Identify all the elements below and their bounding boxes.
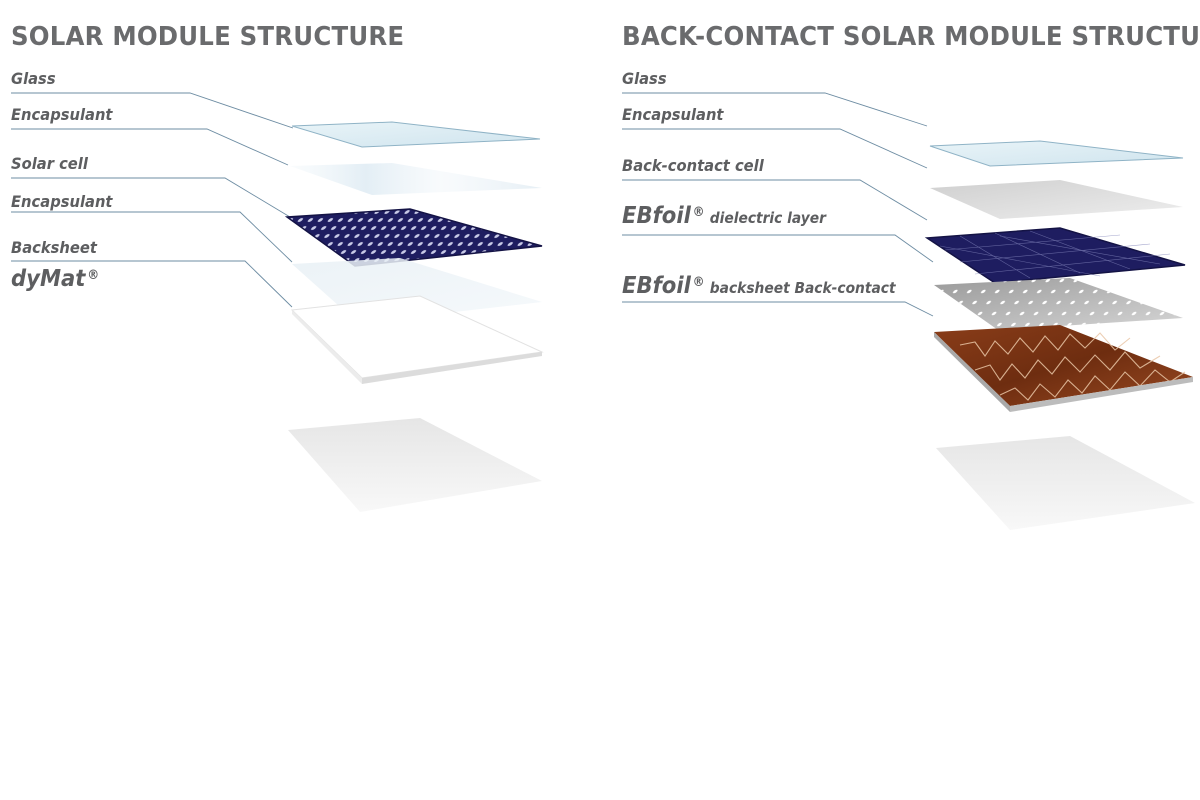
label-left-encapsulant-top: Encapsulant: [11, 105, 113, 124]
title-back-contact-module-structure: BACK-CONTACT SOLAR MODULE STRUCTURE: [622, 22, 1200, 52]
left-encapsulant-top-layer: [290, 163, 542, 195]
right-layer-stack: [924, 140, 1195, 530]
right-ebfoil-dielectric-layer: [934, 278, 1183, 330]
right-encapsulant-layer: [930, 180, 1183, 219]
ebfoil-brand-text-1: EBfoil: [622, 203, 691, 229]
leader-line-right-encapsulant: [622, 128, 928, 169]
right-shadow: [936, 436, 1195, 530]
ebfoil-brand-text-2: EBfoil: [622, 273, 691, 299]
ebfoil-registered-mark-2: ®: [692, 275, 705, 290]
ebfoil-backsheet-suffix: backsheet Back-contact: [709, 279, 896, 297]
left-glass-layer: [291, 121, 541, 148]
left-backsheet-layer: [290, 295, 544, 384]
right-glass-layer: [929, 140, 1184, 167]
label-left-dymat: dyMat®: [11, 266, 99, 292]
leader-lines: [11, 92, 934, 317]
dymat-registered-mark: ®: [87, 268, 100, 283]
leader-line-right-glass: [622, 92, 928, 127]
dymat-brand-text: dyMat: [11, 266, 86, 292]
label-right-back-contact-cell: Back-contact cell: [622, 156, 764, 175]
right-ebfoil-backsheet-layer: [934, 325, 1193, 412]
label-left-backsheet: Backsheet: [11, 238, 97, 257]
right-back-contact-cell-layer: [924, 227, 1186, 284]
title-solar-module-structure: SOLAR MODULE STRUCTURE: [11, 22, 405, 52]
leader-line-left-solar-cell: [11, 177, 291, 218]
label-right-encapsulant: Encapsulant: [622, 105, 724, 124]
label-left-encapsulant-bottom: Encapsulant: [11, 192, 113, 211]
left-layer-stack: [284, 121, 544, 512]
ebfoil-registered-mark-1: ®: [692, 205, 705, 220]
leader-line-right-ebfoil-backsheet: [622, 301, 934, 317]
label-right-ebfoil-backsheet: EBfoil® backsheet Back-contact: [622, 273, 896, 299]
label-left-solar-cell: Solar cell: [11, 154, 88, 173]
label-right-glass: Glass: [622, 69, 667, 88]
left-shadow: [288, 418, 542, 512]
leader-line-right-back-contact-cell: [622, 179, 928, 221]
label-right-ebfoil-dielectric: EBfoil® dielectric layer: [622, 203, 826, 229]
leader-line-left-backsheet: [11, 260, 293, 308]
leader-line-left-glass: [11, 92, 294, 129]
leader-line-left-encapsulant-bottom: [11, 211, 293, 263]
ebfoil-dielectric-suffix: dielectric layer: [709, 209, 826, 227]
left-solar-cell-layer: [284, 208, 543, 267]
leader-line-right-ebfoil-dielectric: [622, 234, 934, 263]
leader-line-left-encapsulant-top: [11, 128, 289, 166]
label-left-glass: Glass: [11, 69, 56, 88]
